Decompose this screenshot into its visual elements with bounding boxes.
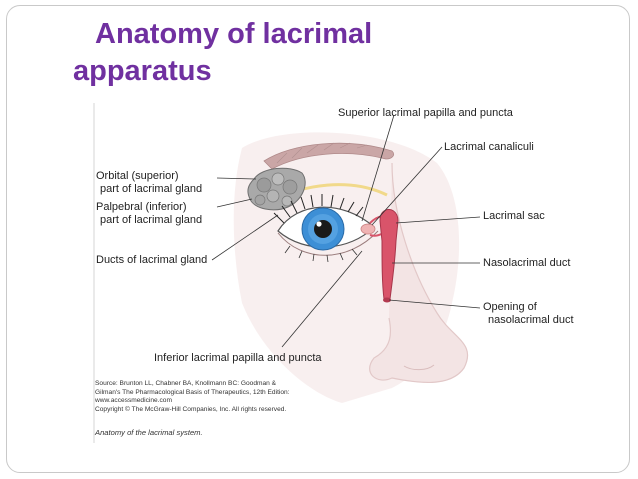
slide-title-line-2: apparatus — [73, 55, 212, 87]
label-palpebral-part-1: Palpebral (inferior) — [96, 201, 187, 213]
figure-caption: Anatomy of the lacrimal system. — [95, 428, 203, 437]
upper-eyelashes — [273, 194, 364, 224]
source-line: Gilman's The Pharmacological Basis of Th… — [95, 388, 290, 396]
slide-title: Anatomy of lacrimal apparatus — [73, 16, 493, 90]
figure-source: Source: Brunton LL, Chabner BA, Knollman… — [95, 380, 290, 414]
label-opening-2: nasolacrimal duct — [488, 314, 574, 326]
label-opening-1: Opening of — [483, 301, 537, 313]
pupil — [314, 220, 332, 238]
nostril — [403, 364, 435, 371]
eyebrow-hairs — [276, 142, 368, 164]
leader-lines — [211, 114, 481, 348]
lower-eyelashes — [284, 245, 358, 263]
lower-eyelid — [277, 230, 379, 256]
label-superior-papilla: Superior lacrimal papilla and puncta — [338, 107, 513, 119]
lacrimal-gland — [247, 167, 306, 211]
label-nasolacrimal-duct: Nasolacrimal duct — [483, 257, 571, 269]
duct-opening — [383, 297, 391, 303]
source-line: www.accessmedicine.com — [95, 397, 172, 405]
eyebrow — [263, 142, 394, 170]
label-palpebral-part-2: part of lacrimal gland — [100, 214, 203, 226]
caruncle — [360, 223, 376, 235]
label-inferior-papilla: Inferior lacrimal papilla and puncta — [154, 352, 322, 364]
slide-title-line-1: Anatomy of lacrimal — [95, 18, 373, 50]
lacrimal-illustration — [93, 103, 481, 443]
label-canaliculi: Lacrimal canaliculi — [444, 141, 534, 153]
source-line: Source: Brunton LL, Chabner BA, Knollman… — [95, 380, 277, 387]
label-ducts: Ducts of lacrimal gland — [96, 254, 208, 266]
lacrimal-anatomy-figure: Superior lacrimal papilla and puncta Lac… — [92, 103, 592, 443]
label-orbital-part-2: part of lacrimal gland — [100, 183, 203, 195]
label-orbital-part-1: Orbital (superior) — [96, 170, 179, 182]
label-lacrimal-sac: Lacrimal sac — [483, 210, 545, 222]
source-line: Copyright © The McGraw-Hill Companies, I… — [95, 405, 287, 413]
